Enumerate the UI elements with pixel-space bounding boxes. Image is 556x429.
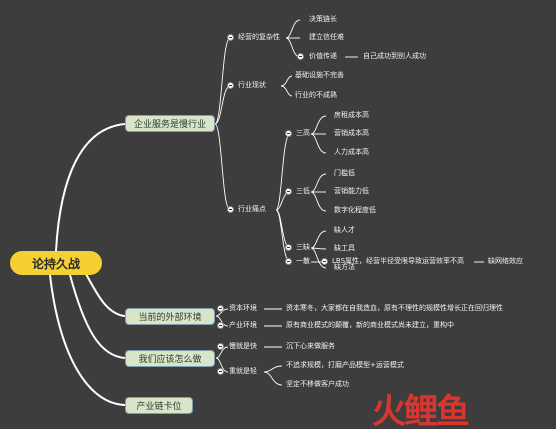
node-slow-note[interactable]: 沉下心来做服务 <box>286 342 335 350</box>
node-lack-talent[interactable]: 缺人才 <box>334 226 355 234</box>
topic-enterprise-service[interactable]: 企业服务是慢行业 <box>125 115 215 132</box>
collapse-icon[interactable] <box>321 258 328 265</box>
node-capital-env[interactable]: 资本环境 <box>229 304 257 312</box>
link-root-b3 <box>69 274 126 359</box>
topic-industry-chain[interactable]: 产业链卡位 <box>125 397 193 414</box>
node-industry-status[interactable]: 行业现状 <box>238 81 266 89</box>
node-complexity[interactable]: 经营的复杂性 <box>238 33 280 41</box>
node-heavy-is-light[interactable]: 重就是轻 <box>229 367 257 375</box>
node-heavy-note-2[interactable]: 坚定不移做客户成功 <box>286 380 349 388</box>
node-pain-points[interactable]: 行业痛点 <box>238 205 266 213</box>
collapse-icon[interactable] <box>285 130 292 137</box>
node-immature[interactable]: 行业的不成熟 <box>295 91 337 99</box>
node-infrastructure[interactable]: 基础设施不完善 <box>295 71 344 79</box>
link-root-b1 <box>55 123 126 252</box>
topic-external-environment[interactable]: 当前的外部环境 <box>125 308 215 325</box>
collapse-icon[interactable] <box>227 206 234 213</box>
node-value-note[interactable]: 自己成功到别人成功 <box>363 52 426 60</box>
node-marketing-cost[interactable]: 营销成本高 <box>334 129 369 137</box>
node-lbs[interactable]: LBS属性，经营半径受限导致运营效率不高 <box>332 257 465 265</box>
root-topic[interactable]: 论持久战 <box>10 251 102 275</box>
collapse-icon[interactable] <box>227 82 234 89</box>
collapse-icon[interactable] <box>297 53 304 60</box>
node-low-marketing[interactable]: 营销能力低 <box>334 187 369 195</box>
node-labor-cost[interactable]: 人力成本高 <box>334 148 369 156</box>
node-decision-chain[interactable]: 决策链长 <box>309 15 337 23</box>
collapse-icon[interactable] <box>217 305 224 312</box>
watermark-logo: 火鲤鱼 <box>372 392 470 429</box>
collapse-icon[interactable] <box>217 322 224 329</box>
node-slow-is-fast[interactable]: 慢就是快 <box>229 342 257 350</box>
collapse-icon[interactable] <box>285 188 292 195</box>
collapse-icon[interactable] <box>285 258 292 265</box>
collapse-icon[interactable] <box>285 244 292 251</box>
collapse-icon[interactable] <box>227 34 234 41</box>
node-one-scattered[interactable]: 一散 <box>296 257 310 265</box>
node-lack-tools[interactable]: 缺工具 <box>334 244 355 252</box>
node-industry-note[interactable]: 原有商业模式的颠覆，新的商业模式尚未建立，重构中 <box>286 321 454 329</box>
node-low-threshold[interactable]: 门槛低 <box>334 169 355 177</box>
topic-what-to-do[interactable]: 我们应该怎么做 <box>125 350 215 367</box>
collapse-icon[interactable] <box>217 368 224 375</box>
node-lack-methods[interactable]: 缺方法 <box>334 263 355 271</box>
node-capital-note[interactable]: 资本寒冬，大家都在自我造血，原有不理性的规模性增长正在回归理性 <box>286 304 503 312</box>
node-trust[interactable]: 建立信任难 <box>309 33 344 41</box>
link-root-b4 <box>49 274 126 406</box>
node-value-transfer[interactable]: 价值传递 <box>309 52 337 60</box>
node-low-digital[interactable]: 数字化程度低 <box>334 206 376 214</box>
node-three-high[interactable]: 三高 <box>296 129 310 137</box>
node-heavy-note-1[interactable]: 不追求规模，打磨产品模型+运营模式 <box>286 361 404 369</box>
node-rent-cost[interactable]: 房租成本高 <box>334 111 369 119</box>
node-network-effect[interactable]: 缺网络效应 <box>488 257 523 265</box>
node-three-lack[interactable]: 三缺 <box>296 243 310 251</box>
collapse-icon[interactable] <box>217 343 224 350</box>
node-industry-env[interactable]: 产业环境 <box>229 321 257 329</box>
node-three-low[interactable]: 三低 <box>296 187 310 195</box>
